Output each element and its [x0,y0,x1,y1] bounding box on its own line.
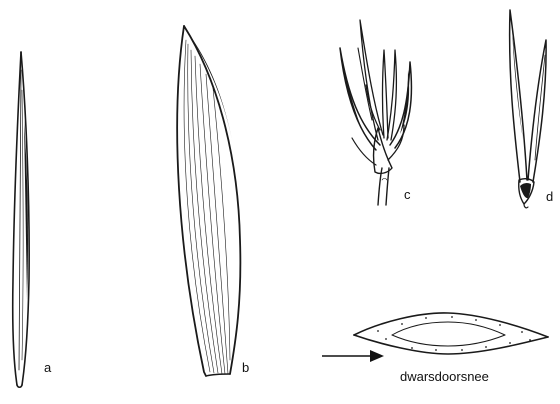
cross-section-drawing [354,313,548,354]
label-c: c [404,187,411,202]
label-a: a [44,360,52,375]
label-d: d [546,189,553,204]
leaf-a-drawing [13,52,29,387]
leaf-d-drawing [510,10,546,208]
label-cross-section: dwarsdoorsnee [400,369,489,384]
label-b: b [242,360,249,375]
leaf-b-drawing [177,26,240,376]
leaf-c-drawing [340,20,411,205]
arrow-icon [322,350,384,362]
